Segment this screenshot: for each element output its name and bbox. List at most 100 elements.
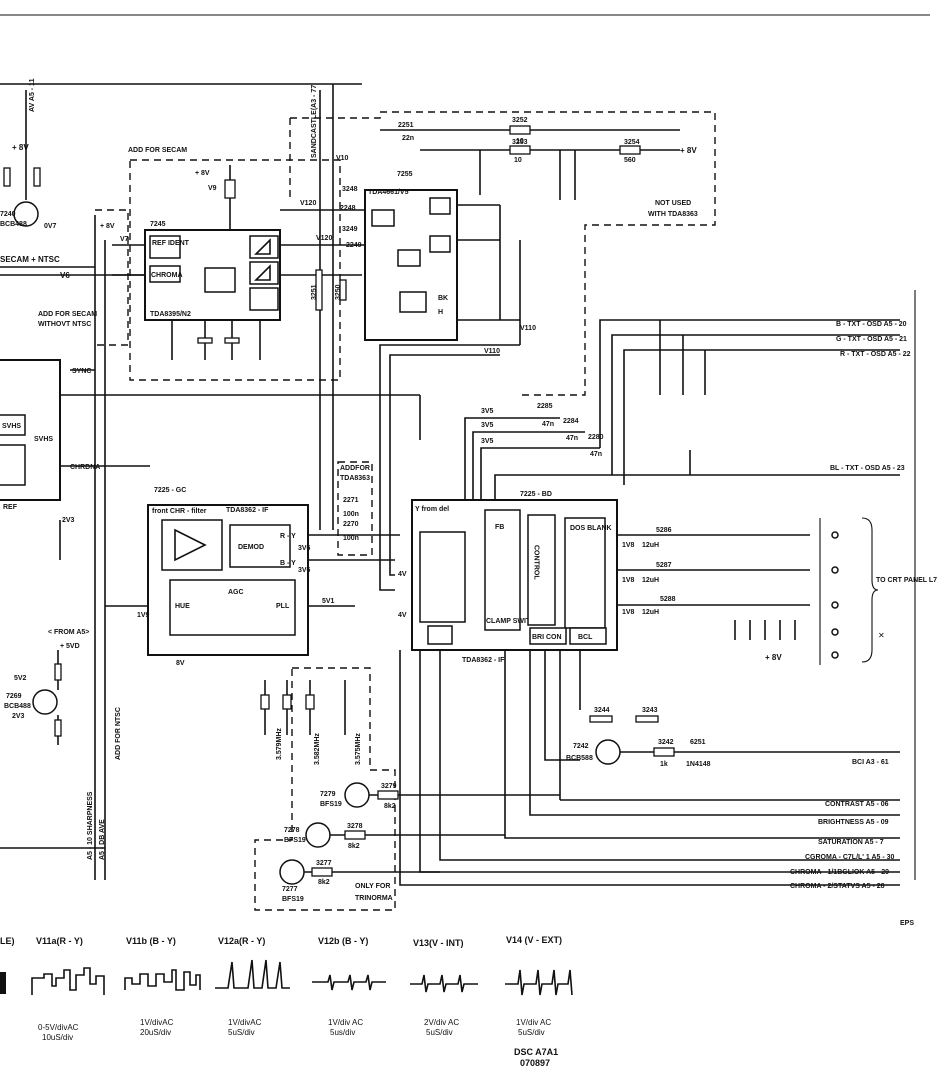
ic7245-name: TDA8395/N2 bbox=[150, 311, 191, 318]
demod-label: DEMOD bbox=[238, 544, 264, 551]
bk-label: BK bbox=[438, 295, 448, 302]
plus8v-label-5: + 8V bbox=[765, 653, 782, 662]
not-used-region bbox=[289, 111, 716, 396]
c2249-ref: 2249 bbox=[346, 242, 362, 249]
pll-label: PLL bbox=[276, 603, 290, 610]
svhs-label-box: SVHS bbox=[2, 423, 21, 430]
c2284-val: 47n bbox=[566, 435, 578, 442]
r3253-ref: 3253 bbox=[512, 139, 528, 146]
g-txt-label: G - TXT - OSD A5 - 21 bbox=[836, 336, 907, 343]
c2270-val: 100n bbox=[343, 535, 359, 542]
v9-label: V9 bbox=[208, 185, 217, 192]
v4v-label-2: 4V bbox=[398, 612, 407, 619]
chroma2-label: CHROMA - 2/STATVS A5 - 28 bbox=[790, 883, 885, 890]
r3242-val: 1k bbox=[660, 761, 668, 768]
q7269-type: BCB488 bbox=[4, 703, 31, 710]
q7240-type: BCB488 bbox=[0, 221, 27, 228]
r3251-ref: 3251 bbox=[311, 284, 318, 300]
control-label: CONTROL bbox=[533, 545, 540, 580]
l5288-ref: 5288 bbox=[660, 596, 676, 603]
v5v2-label: 5V2 bbox=[14, 675, 27, 682]
svhs-label: SVHS bbox=[34, 436, 53, 443]
v120-label-1: V120 bbox=[300, 200, 316, 207]
v1v8-label-1: 1V8 bbox=[622, 542, 635, 549]
waveform-strip: LE) V11a(R - Y) 0-5V/divAC 10uS/div V11b… bbox=[0, 935, 573, 1068]
add-secam-region bbox=[129, 159, 341, 381]
r3252-ref: 3252 bbox=[512, 117, 528, 124]
waveform-v12a-time: 5uS/div bbox=[228, 1028, 255, 1037]
v4v-label-1: 4V bbox=[398, 571, 407, 578]
waveform-v11a: V11a(R - Y) 0-5V/divAC 10uS/div bbox=[31, 936, 105, 1042]
r3254-ref: 3254 bbox=[624, 139, 640, 146]
v5v1-label: 5V1 bbox=[322, 598, 335, 605]
waveform-v11b-time: 20uS/div bbox=[140, 1028, 171, 1037]
ic7225bd-ref: 7225 - BD bbox=[520, 491, 552, 498]
doc-code: DSC A7A1 bbox=[514, 1047, 558, 1057]
ic7255-ref: 7255 bbox=[397, 171, 413, 178]
waveform-v12a-scale: 1V/divAC bbox=[228, 1018, 262, 1027]
b-txt-label: B - TXT - OSD A5 - 20 bbox=[836, 321, 907, 328]
c2248-ref: 2248 bbox=[340, 205, 356, 212]
chroma1-label: CHROMA - 1/1BGLIOK A5 - 29 bbox=[790, 869, 889, 876]
r3252-val: 10 bbox=[516, 138, 524, 145]
c2270-ref: 2270 bbox=[343, 521, 359, 528]
ic7225gc-name: TDA8362 - IF bbox=[226, 507, 269, 514]
r3243-ref: 3243 bbox=[642, 707, 658, 714]
ic7225gc-front: front CHR - filter bbox=[152, 508, 207, 515]
trinorma-label: TRINORMA bbox=[355, 895, 393, 902]
q7242-type: BCB588 bbox=[566, 755, 593, 762]
db-ave-label: A5 - DB AVE bbox=[99, 819, 106, 860]
3v5-label-b: 3V5 bbox=[481, 422, 494, 429]
bci-label: BCI A3 - 61 bbox=[852, 759, 889, 766]
c2284-ref: 2284 bbox=[563, 418, 579, 425]
c2251-ref: 2251 bbox=[398, 122, 414, 129]
transistor-7242 bbox=[595, 739, 621, 765]
from-a5-label: < FROM A5> bbox=[48, 629, 89, 636]
eps-label: EPS bbox=[900, 920, 914, 927]
c2251-val: 22n bbox=[402, 135, 414, 142]
l5287-ref: 5287 bbox=[656, 562, 672, 569]
trinorma-region bbox=[254, 667, 396, 911]
ref-ident-label: REF IDENT bbox=[152, 240, 190, 247]
v2v3-label-2: 2V3 bbox=[12, 713, 25, 720]
waveform-left-trace bbox=[0, 972, 6, 994]
contrast-label: CONTRAST A5 - 06 bbox=[825, 801, 889, 808]
waveform-v11b-title: V11b (B - Y) bbox=[126, 936, 176, 946]
plus8v-label-1: + 8V bbox=[12, 143, 29, 152]
waveform-v13-scale: 2V/div AC bbox=[424, 1018, 459, 1027]
c2285-ref: 2285 bbox=[537, 403, 553, 410]
transistor-7278 bbox=[305, 822, 331, 848]
xtal-1: 3.579MHz bbox=[276, 728, 283, 760]
v1v8-label-3: 1V8 bbox=[622, 609, 635, 616]
waveform-v12a-title: V12a(R - Y) bbox=[218, 936, 265, 946]
q7277-ref: 7277 bbox=[282, 886, 298, 893]
q7278-type: BFS19 bbox=[284, 837, 306, 844]
waveform-v11a-title: V11a(R - Y) bbox=[36, 936, 83, 946]
sharpness-label: A5 - 10 SHARPNESS bbox=[87, 791, 94, 860]
add-secam-2-label: ADD FOR SECAM bbox=[38, 311, 97, 318]
ic7245-ref: 7245 bbox=[150, 221, 166, 228]
r3242-ref: 3242 bbox=[658, 739, 674, 746]
waveform-v11a-scale: 0-5V/divAC bbox=[38, 1023, 79, 1032]
v3v6-label-2: 3V6 bbox=[298, 567, 311, 574]
l-val-1: 12uH bbox=[642, 542, 659, 549]
bcl-label: BCL bbox=[578, 634, 593, 641]
saturation-label: SATURATION A5 - 7 bbox=[818, 839, 884, 846]
ry-label-1: R - Y bbox=[280, 533, 296, 540]
waveform-v13-time: 5uS/div bbox=[426, 1028, 453, 1037]
transistor-7269 bbox=[32, 689, 58, 715]
q7278-ref: 7278 bbox=[284, 827, 300, 834]
q7242-ref: 7242 bbox=[573, 743, 589, 750]
bl-txt-label: BL - TXT - OSD A5 - 23 bbox=[830, 465, 905, 472]
rref-label: REF bbox=[3, 504, 18, 511]
waveform-v11b-scale: 1V/divAC bbox=[140, 1018, 174, 1027]
add-secam-label: ADD FOR SECAM bbox=[128, 147, 187, 154]
panel-x-mark: ✕ bbox=[878, 631, 885, 640]
q7240-ref: 7240 bbox=[0, 211, 16, 218]
waveform-v13: V13(V - INT) 2V/div AC 5uS/div bbox=[410, 938, 478, 1037]
with-tda-label: WITH TDA8363 bbox=[648, 211, 698, 218]
r3249-ref: 3249 bbox=[342, 226, 358, 233]
q7279-ref: 7279 bbox=[320, 791, 336, 798]
transistor-7277 bbox=[279, 859, 305, 885]
v1v9-label: 1V9 bbox=[137, 612, 150, 619]
